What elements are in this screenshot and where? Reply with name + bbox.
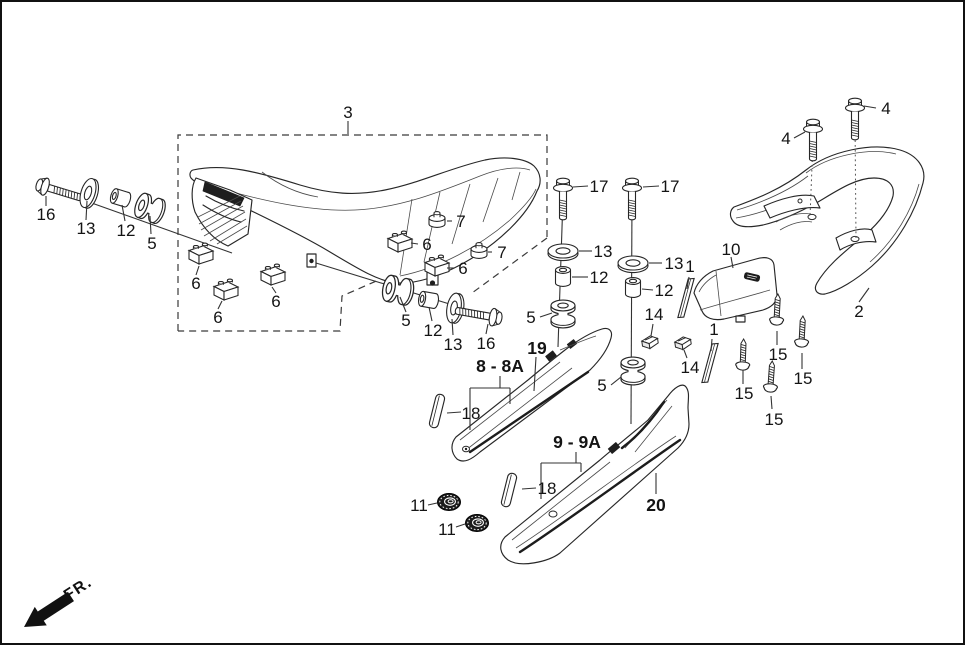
callout-4-a: 4 xyxy=(781,129,790,148)
seat-front-bracket xyxy=(191,177,253,247)
part-side-cover-9 xyxy=(500,384,690,565)
callout-18-b: 18 xyxy=(538,479,557,498)
callout-12-mid-left: 12 xyxy=(590,268,609,287)
lid-emblem xyxy=(743,272,761,282)
callout-7-b: 7 xyxy=(497,243,506,262)
callout-9-9a: 9 - 9A xyxy=(553,432,601,452)
part-side-cover-8 xyxy=(451,327,613,462)
callout-20: 20 xyxy=(646,495,666,515)
callout-5-notch: 5 xyxy=(401,311,410,330)
callout-6-a: 6 xyxy=(191,274,200,293)
callout-10: 10 xyxy=(722,240,741,259)
callout-15-d: 15 xyxy=(765,410,784,429)
part-cap-11-b xyxy=(464,513,490,533)
callout-12-mid-right: 12 xyxy=(655,281,674,300)
callout-13-left: 13 xyxy=(77,219,96,238)
callout-15-c: 15 xyxy=(735,384,754,403)
callout-13-mid-left: 13 xyxy=(594,242,613,261)
part-washer-13-mid-right xyxy=(617,255,649,274)
callout-15-a: 15 xyxy=(769,345,788,364)
callout-6-d: 6 xyxy=(422,235,431,254)
callout-5-mid-right: 5 xyxy=(597,376,606,395)
part-spacer-12-notch xyxy=(416,290,441,310)
callout-5-mid-left: 5 xyxy=(526,308,535,327)
callout-7-a: 7 xyxy=(456,212,465,231)
callout-1-b: 1 xyxy=(709,320,718,339)
part-spacer-12-mid-right xyxy=(624,277,642,298)
callout-8-8a: 8 - 8A xyxy=(476,356,524,376)
callout-5-left: 5 xyxy=(147,234,156,253)
callout-18-a: 18 xyxy=(462,404,481,423)
callout-14-a: 14 xyxy=(645,305,664,324)
callout-6-b: 6 xyxy=(213,308,222,327)
callout-17-left: 17 xyxy=(590,177,609,196)
callout-1-a: 1 xyxy=(685,257,694,276)
part-grab-rail-2 xyxy=(729,146,925,295)
callout-13-notch: 13 xyxy=(444,335,463,354)
callout-15-b: 15 xyxy=(794,369,813,388)
seat-mount-tab-mid xyxy=(306,253,317,268)
callout-19: 19 xyxy=(527,338,547,358)
callout-11-a: 11 xyxy=(410,496,428,515)
callout-16-notch: 16 xyxy=(477,334,496,353)
fr-arrow-icon xyxy=(24,591,74,627)
leader-lines xyxy=(45,105,877,528)
callout-14-b: 14 xyxy=(681,358,700,377)
callout-12-notch: 12 xyxy=(424,321,443,340)
callout-6-c: 6 xyxy=(271,292,280,311)
bolt-4b-projection-line xyxy=(854,120,857,240)
callout-11-b: 11 xyxy=(438,520,456,539)
bolt-4a-projection-line xyxy=(809,140,814,218)
part-grommet-5-notch xyxy=(379,273,417,307)
callout-13-mid-right: 13 xyxy=(665,254,684,273)
part-cap-11-a xyxy=(436,492,462,512)
callout-16-left: 16 xyxy=(37,205,56,224)
callout-4-b: 4 xyxy=(881,99,890,118)
part-spacer-12-mid-left xyxy=(554,266,572,287)
callout-12-left: 12 xyxy=(117,221,136,240)
part-washer-13-mid-left xyxy=(547,243,579,262)
callout-6-e: 6 xyxy=(458,259,467,278)
part-seat xyxy=(189,157,541,286)
callout-17-right: 17 xyxy=(661,177,680,196)
callout-2: 2 xyxy=(854,302,863,321)
callout-3: 3 xyxy=(343,103,352,122)
